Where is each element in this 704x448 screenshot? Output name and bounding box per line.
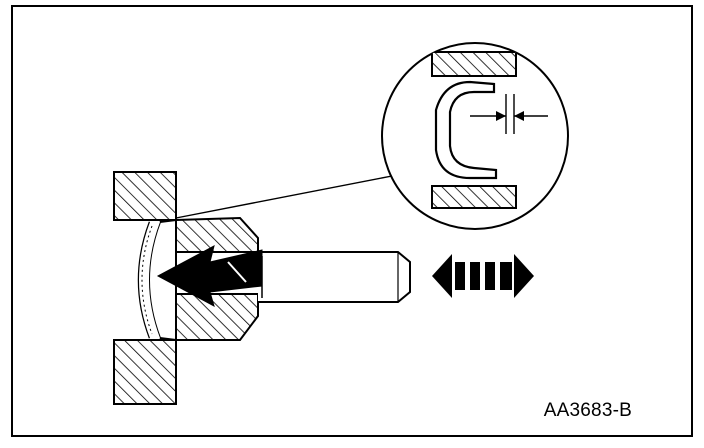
push-direction-arrow xyxy=(156,245,263,307)
figure-reference-code: AA3683-B xyxy=(543,400,632,421)
movement-double-arrow xyxy=(432,254,534,298)
figure-border xyxy=(11,5,693,437)
detail-magnifier xyxy=(381,42,569,230)
detail-leader-line xyxy=(175,175,393,219)
snap-ring xyxy=(137,219,177,341)
